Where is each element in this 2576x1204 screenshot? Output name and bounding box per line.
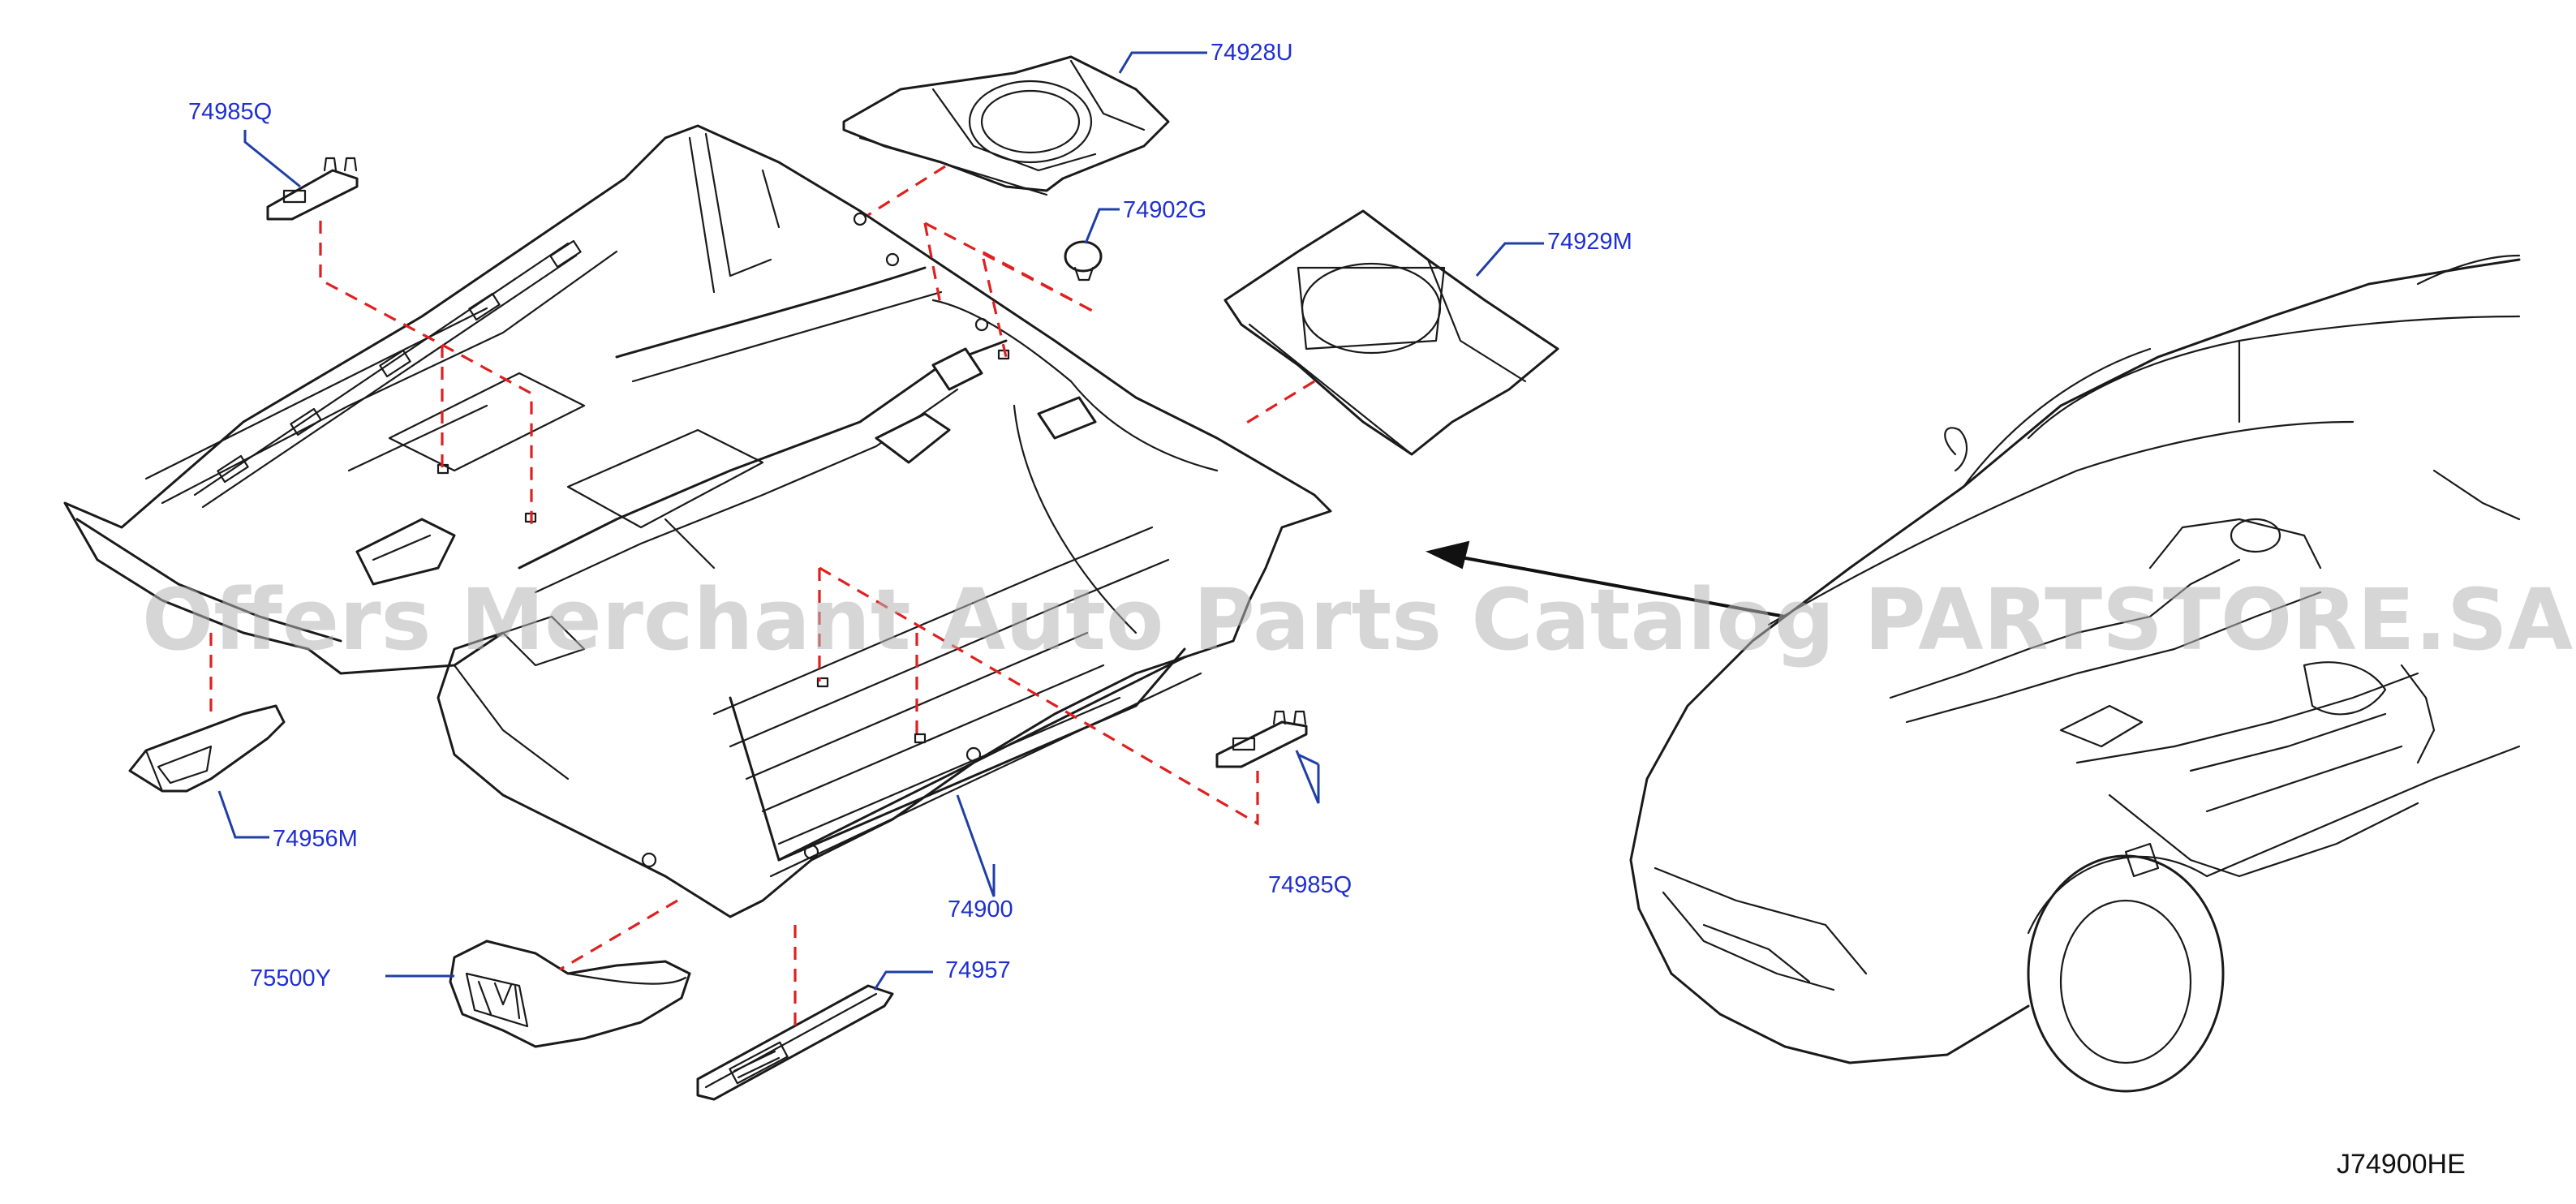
vehicle-location-inset xyxy=(1629,254,2521,1093)
foot-rest-drawing[interactable] xyxy=(449,940,691,1048)
rear-panel-drawing[interactable] xyxy=(842,55,1170,196)
label-74956M[interactable]: 74956M xyxy=(273,826,358,852)
label-74985Q-right[interactable]: 74985Q xyxy=(1268,872,1352,898)
leader-lines xyxy=(217,51,1544,991)
label-75500Y[interactable]: 75500Y xyxy=(250,965,331,991)
label-74957[interactable]: 74957 xyxy=(945,957,1011,983)
watermark-text: Offers Merchant Auto Parts Catalog PARTS… xyxy=(142,570,2573,669)
left-trim-drawing[interactable] xyxy=(128,704,286,793)
label-74928U[interactable]: 74928U xyxy=(1211,40,1293,66)
sill-plate-drawing[interactable] xyxy=(696,984,894,1101)
label-74902G[interactable]: 74902G xyxy=(1123,197,1206,223)
location-pointer-arrow xyxy=(1426,540,1786,618)
grommet-drawing[interactable] xyxy=(1064,240,1103,282)
label-74900[interactable]: 74900 xyxy=(948,897,1013,922)
label-74985Q-top[interactable]: 74985Q xyxy=(188,99,272,125)
assembly-guide-lines xyxy=(209,165,1315,1026)
label-74929M[interactable]: 74929M xyxy=(1547,229,1632,255)
side-panel-drawing[interactable] xyxy=(1223,209,1559,456)
floor-carpet-drawing[interactable] xyxy=(63,124,1332,918)
clip-top-drawing[interactable] xyxy=(266,157,359,221)
diagram-code: J74900HE xyxy=(2337,1149,2466,1180)
clip-right-drawing[interactable] xyxy=(1215,710,1308,768)
